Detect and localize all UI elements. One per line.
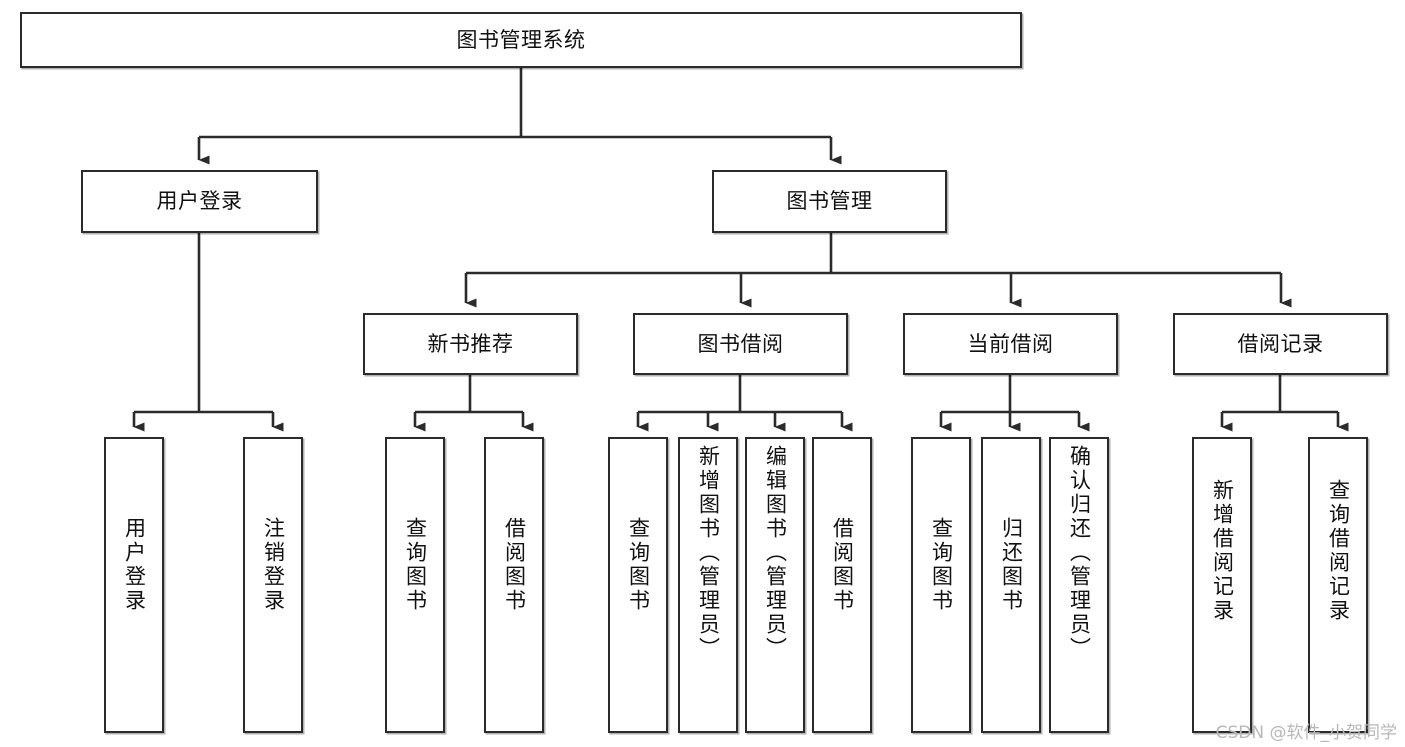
node-label: 编辑图书（管理员） (763, 445, 788, 661)
node-label: 新书推荐 (427, 331, 514, 356)
leaf-user-login-signin[interactable]: 用户登录 (104, 437, 164, 733)
csdn-watermark: CSDN @软件_小贺同学 (1215, 723, 1397, 743)
node-label: 查询图书 (626, 517, 651, 613)
node-label: 查询借阅记录 (1326, 479, 1351, 623)
leaf-record-add-record[interactable]: 新增借阅记录 (1192, 437, 1252, 733)
node-label: 借阅图书 (830, 517, 855, 613)
leaf-recommend-query-book[interactable]: 查询图书 (385, 437, 445, 733)
leaf-borrow-query-book[interactable]: 查询图书 (608, 437, 668, 733)
node-label: 图书管理系统 (456, 27, 586, 52)
node-label: 用户登录 (122, 517, 147, 613)
node-label: 图书借阅 (697, 331, 784, 356)
node-label: 新增借阅记录 (1210, 479, 1235, 623)
node-label: 新增图书（管理员） (696, 445, 721, 661)
node-label: 归还图书 (999, 517, 1024, 613)
node-label: 图书管理 (786, 189, 873, 214)
leaf-borrow-add-book[interactable]: 新增图书（管理员） (678, 437, 738, 733)
node-label: 查询图书 (929, 517, 954, 613)
leaf-user-login-signout[interactable]: 注销登录 (243, 437, 303, 733)
node-new-book-recommend[interactable]: 新书推荐 (363, 313, 578, 375)
leaf-current-confirm-return[interactable]: 确认归还（管理员） (1049, 437, 1109, 733)
node-label: 借阅记录 (1237, 331, 1324, 356)
node-user-login[interactable]: 用户登录 (81, 170, 318, 233)
leaf-record-query-record[interactable]: 查询借阅记录 (1308, 437, 1368, 733)
node-label: 查询图书 (403, 517, 428, 613)
leaf-borrow-edit-book[interactable]: 编辑图书（管理员） (745, 437, 805, 733)
node-label: 确认归还（管理员） (1067, 445, 1092, 661)
leaf-current-query-book[interactable]: 查询图书 (911, 437, 971, 733)
leaf-recommend-borrow-book[interactable]: 借阅图书 (484, 437, 544, 733)
node-label: 借阅图书 (502, 517, 527, 613)
node-label: 注销登录 (261, 517, 286, 613)
node-root-system[interactable]: 图书管理系统 (20, 12, 1022, 68)
leaf-current-return-book[interactable]: 归还图书 (981, 437, 1041, 733)
node-book-management[interactable]: 图书管理 (712, 170, 947, 233)
node-borrow-record[interactable]: 借阅记录 (1173, 313, 1388, 375)
leaf-borrow-borrow-book[interactable]: 借阅图书 (812, 437, 872, 733)
node-current-borrow[interactable]: 当前借阅 (903, 313, 1118, 375)
node-label: 当前借阅 (967, 331, 1054, 356)
node-label: 用户登录 (156, 189, 243, 214)
node-book-borrow[interactable]: 图书借阅 (633, 313, 848, 375)
